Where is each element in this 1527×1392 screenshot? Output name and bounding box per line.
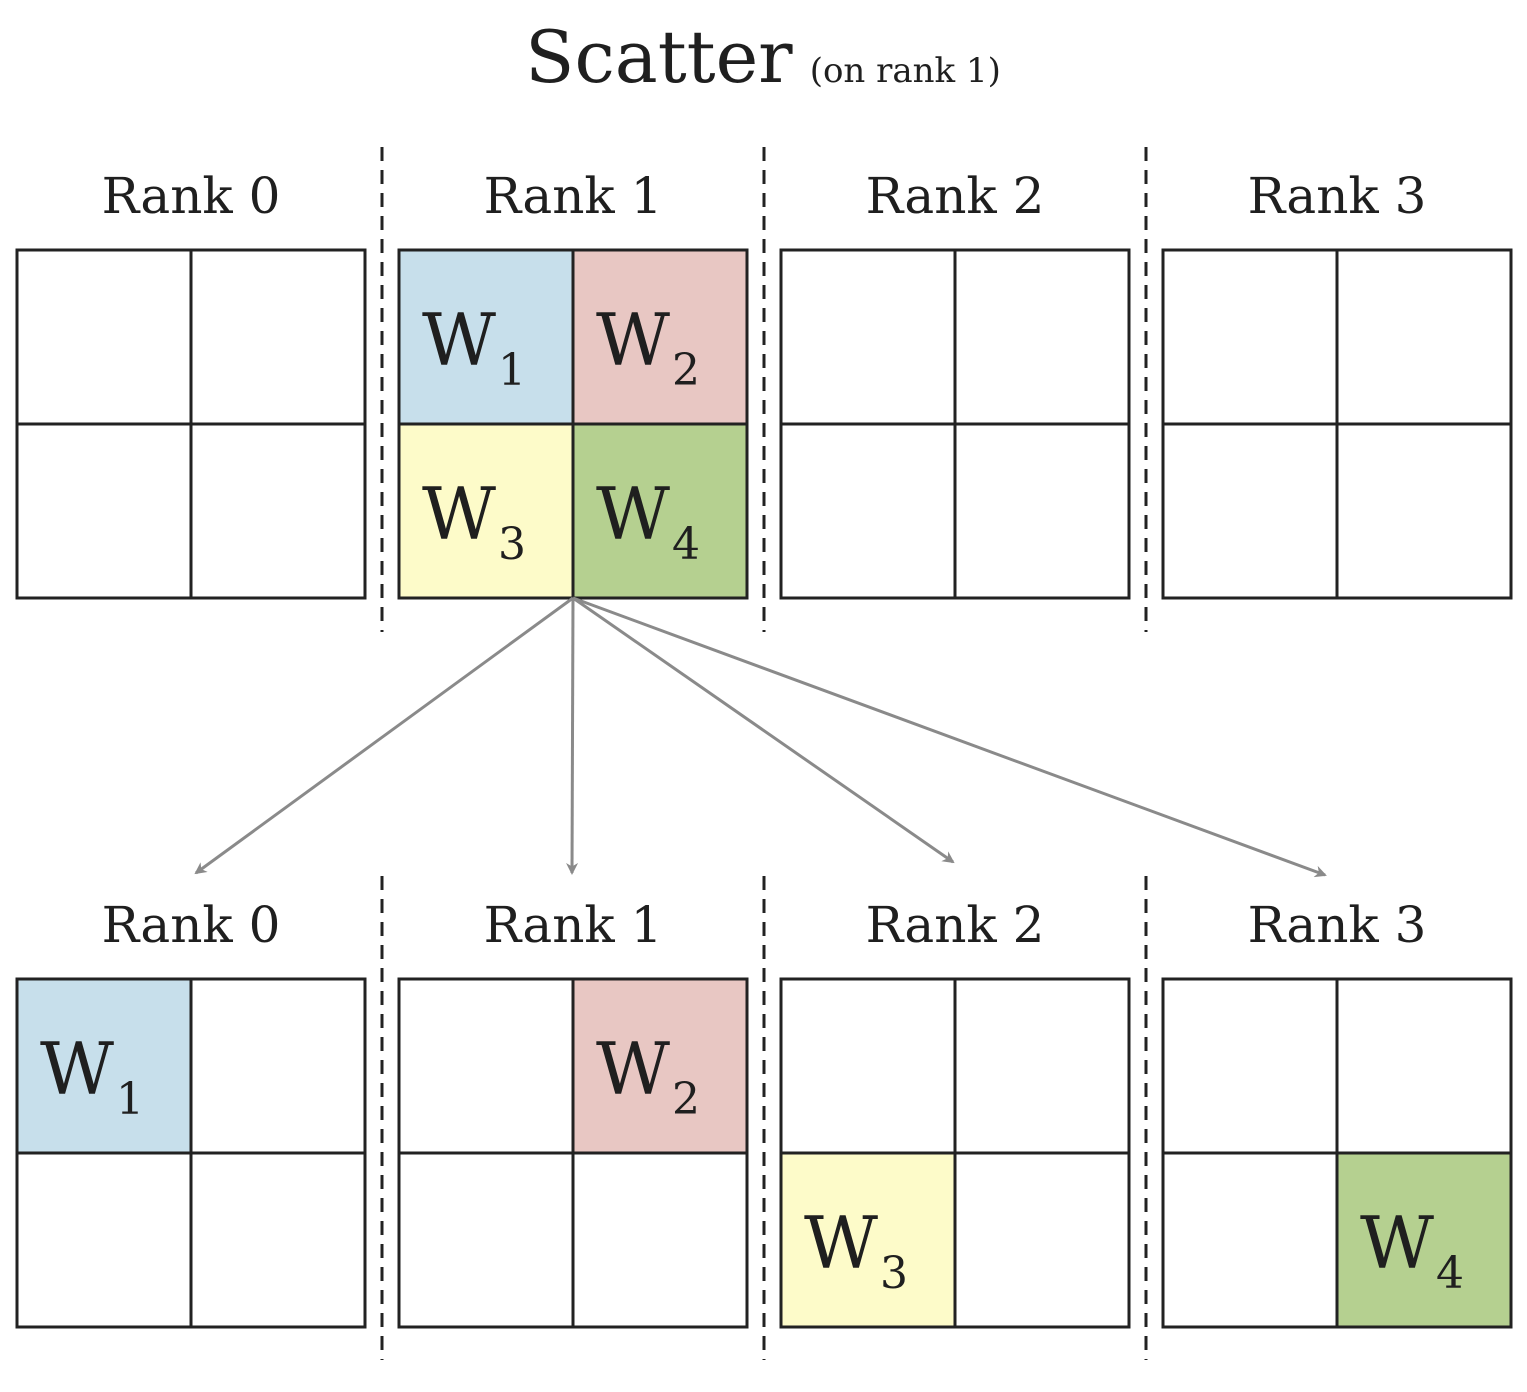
empty-cell bbox=[397, 977, 575, 1155]
weight-label-w2: W2 bbox=[596, 298, 700, 396]
empty-cell bbox=[15, 1151, 193, 1329]
weight-cell-w3 bbox=[397, 422, 575, 600]
empty-cell bbox=[1161, 1151, 1339, 1329]
title-subtitle: (on rank 1) bbox=[810, 51, 1001, 91]
empty-cell bbox=[1335, 248, 1513, 426]
rank-label: Rank 1 bbox=[484, 167, 663, 225]
empty-cell bbox=[571, 1151, 749, 1329]
empty-cell bbox=[189, 1151, 367, 1329]
before-rank-0: Rank 0 bbox=[15, 167, 367, 600]
weight-cell-w3 bbox=[779, 1151, 957, 1329]
scatter-arrows bbox=[194, 596, 1327, 878]
weight-label-w2: W2 bbox=[596, 1027, 700, 1125]
rank-label: Rank 0 bbox=[102, 896, 281, 954]
scatter-arrow-to-rank-3 bbox=[572, 596, 1327, 878]
empty-cell bbox=[779, 422, 957, 600]
after-rank-0: Rank 0 W1 bbox=[15, 896, 367, 1329]
scatter-arrow-to-rank-2 bbox=[572, 596, 955, 864]
empty-cell bbox=[779, 977, 957, 1155]
weight-cell-w2 bbox=[571, 248, 749, 426]
empty-cell bbox=[189, 248, 367, 426]
rank-label: Rank 0 bbox=[102, 167, 281, 225]
empty-cell bbox=[1161, 977, 1339, 1155]
rank-label: Rank 2 bbox=[866, 896, 1045, 954]
empty-cell bbox=[953, 248, 1131, 426]
weight-cell-w1 bbox=[15, 977, 193, 1155]
weight-label-w1: W1 bbox=[422, 298, 526, 396]
rank-label: Rank 3 bbox=[1248, 167, 1427, 225]
weight-label-w4: W4 bbox=[1360, 1201, 1464, 1299]
rank-label: Rank 1 bbox=[484, 896, 663, 954]
after-scatter-panel: Rank 0 W1 Rank 1 W2 Rank 2 W3 Rank 3 W4 bbox=[15, 896, 1513, 1329]
empty-cell bbox=[15, 422, 193, 600]
scatter-arrow-to-rank-1 bbox=[566, 597, 579, 875]
rank-dividers bbox=[380, 147, 1148, 1360]
empty-cell bbox=[953, 977, 1131, 1155]
weight-label-w1: W1 bbox=[40, 1027, 144, 1125]
weight-label-w3: W3 bbox=[422, 472, 526, 570]
weight-cell-w4 bbox=[1335, 1151, 1513, 1329]
weight-cell-w2 bbox=[571, 977, 749, 1155]
empty-cell bbox=[15, 248, 193, 426]
empty-cell bbox=[953, 422, 1131, 600]
empty-cell bbox=[1161, 248, 1339, 426]
empty-cell bbox=[953, 1151, 1131, 1329]
weight-label-w3: W3 bbox=[804, 1201, 908, 1299]
empty-cell bbox=[189, 422, 367, 600]
rank-label: Rank 2 bbox=[866, 167, 1045, 225]
empty-cell bbox=[189, 977, 367, 1155]
empty-cell bbox=[779, 248, 957, 426]
weight-label-w4: W4 bbox=[596, 472, 700, 570]
empty-cell bbox=[397, 1151, 575, 1329]
after-rank-1: Rank 1 W2 bbox=[397, 896, 749, 1329]
title-main: Scatter bbox=[525, 15, 793, 99]
empty-cell bbox=[1335, 422, 1513, 600]
weight-cell-w4 bbox=[571, 422, 749, 600]
before-rank-3: Rank 3 bbox=[1161, 167, 1513, 600]
empty-cell bbox=[1335, 977, 1513, 1155]
after-rank-3: Rank 3 W4 bbox=[1161, 896, 1513, 1329]
before-rank-2: Rank 2 bbox=[779, 167, 1131, 600]
after-rank-2: Rank 2 W3 bbox=[779, 896, 1131, 1329]
scatter-arrow-to-rank-0 bbox=[194, 596, 574, 875]
diagram-title: Scatter (on rank 1) bbox=[525, 15, 1001, 99]
empty-cell bbox=[1161, 422, 1339, 600]
rank-label: Rank 3 bbox=[1248, 896, 1427, 954]
